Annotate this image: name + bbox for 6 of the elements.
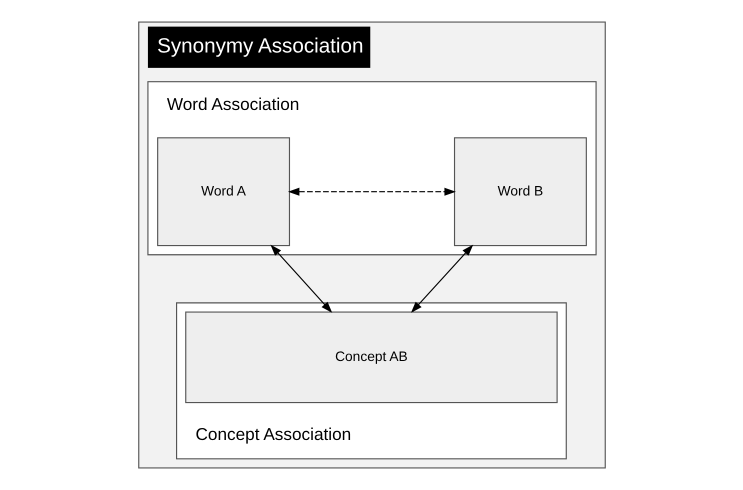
arrow: [410, 244, 473, 313]
arrow: [270, 244, 332, 313]
arrow: [287, 188, 456, 196]
node-box: Word B: [453, 137, 586, 246]
node-box: Concept AB: [184, 311, 558, 404]
node-box: Word A: [156, 137, 290, 246]
